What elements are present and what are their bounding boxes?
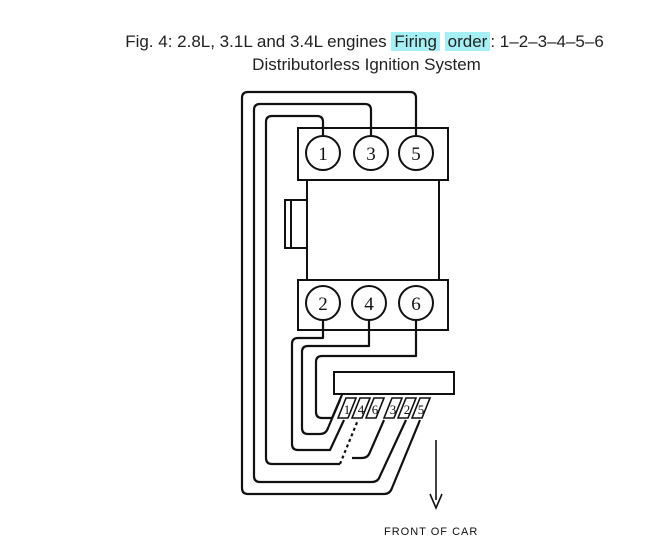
cylinder-4-label: 4 [364,294,374,315]
wire-cylinder-5 [240,90,422,496]
caption-prefix: Fig. 4: 2.8L, 3.1L and 3.4L engines [125,32,392,51]
coil-terminal-4 [350,397,372,419]
side-component [284,199,308,249]
engine-body [306,179,440,281]
front-arrow [429,440,443,511]
coil-terminal-2 [396,397,418,419]
coil-label-2: 2 [404,402,411,417]
cylinder-2: 2 [305,285,341,321]
cylinder-4: 4 [351,285,387,321]
caption-highlight-order: order [444,32,491,51]
wire-cylinder-4 [300,320,371,436]
figure-subtitle: Distributorless Ignition System [252,55,481,74]
coil-label-5: 5 [418,402,425,417]
front-of-car-label: FRONT OF CAR [384,526,478,538]
bottom-cylinder-bank [297,279,449,331]
coil-terminal-6 [364,397,386,419]
coil-label-6: 6 [372,402,379,417]
cylinder-3: 3 [353,135,389,171]
figure-caption: Fig. 4: 2.8L, 3.1L and 3.4L engines Firi… [30,32,669,52]
wire-cylinder-2 [290,320,345,452]
cylinder-5: 5 [398,135,434,171]
engine-block [284,127,449,331]
coil-pack: 1 4 6 3 2 5 [333,371,455,419]
cylinder-5-label: 5 [411,144,421,165]
coil-terminal-1 [336,397,358,419]
coil-label-1: 1 [344,402,351,417]
coil-terminal-5 [410,397,432,419]
cylinder-6-label: 6 [411,294,421,315]
caption-highlight-firing: Firing [391,32,440,51]
cylinder-1: 1 [305,135,341,171]
spark-plug-wires [240,90,422,496]
cylinder-1-label: 1 [318,144,328,165]
cylinder-6: 6 [398,285,434,321]
coil-pack-body [333,371,455,395]
coil-label-4: 4 [358,402,365,417]
cylinder-2-label: 2 [318,294,328,315]
wire-cylinder-1 [264,114,340,466]
coil-terminal-3 [382,397,404,419]
caption-suffix: : 1–2–3–4–5–6 [490,32,604,51]
wire-cylinder-6 [314,320,418,420]
wire-cylinder-3 [252,102,407,484]
cylinder-3-label: 3 [366,144,376,165]
coil-label-3: 3 [390,402,397,417]
